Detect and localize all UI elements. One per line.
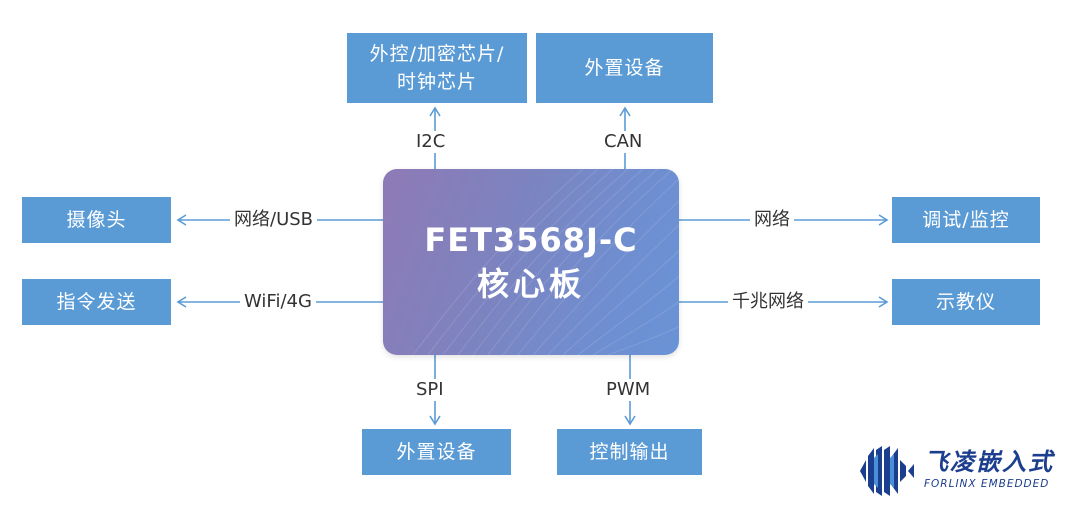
box-external-device-bottom: 外置设备 — [362, 429, 511, 475]
box-external-device-top: 外置设备 — [536, 33, 713, 103]
label-can: CAN — [600, 131, 647, 153]
box-debug-monitor: 调试/监控 — [892, 197, 1040, 243]
forlinx-logo-icon — [860, 446, 914, 496]
core-model: FET3568J-C — [424, 221, 638, 259]
label-pwm: PWM — [602, 379, 655, 401]
box-control-output: 控制输出 — [557, 429, 702, 475]
box-command: 指令发送 — [22, 279, 171, 325]
box-camera: 摄像头 — [22, 197, 171, 243]
label-teach-link: 千兆网络 — [728, 291, 808, 313]
core-subtitle: 核心板 — [476, 265, 585, 303]
logo-english: FORLINX EMBEDDED — [924, 478, 1050, 490]
core-title: FET3568J-C 核心板 — [383, 169, 679, 355]
box-external-chips: 外控/加密芯片/ 时钟芯片 — [347, 33, 527, 103]
label-i2c: I2C — [412, 131, 450, 153]
logo-chinese: 飞凌嵌入式 — [924, 448, 1054, 476]
label-camera-link: 网络/USB — [230, 209, 318, 231]
box-teach-pendant: 示教仪 — [892, 279, 1040, 325]
label-spi: SPI — [412, 379, 448, 401]
core-board: FET3568J-C 核心板 — [383, 169, 679, 355]
forlinx-logo: 飞凌嵌入式 FORLINX EMBEDDED — [858, 446, 1068, 496]
label-command-link: WiFi/4G — [240, 291, 316, 313]
label-debug-link: 网络 — [750, 209, 794, 231]
core-wave-pattern — [412, 169, 679, 355]
